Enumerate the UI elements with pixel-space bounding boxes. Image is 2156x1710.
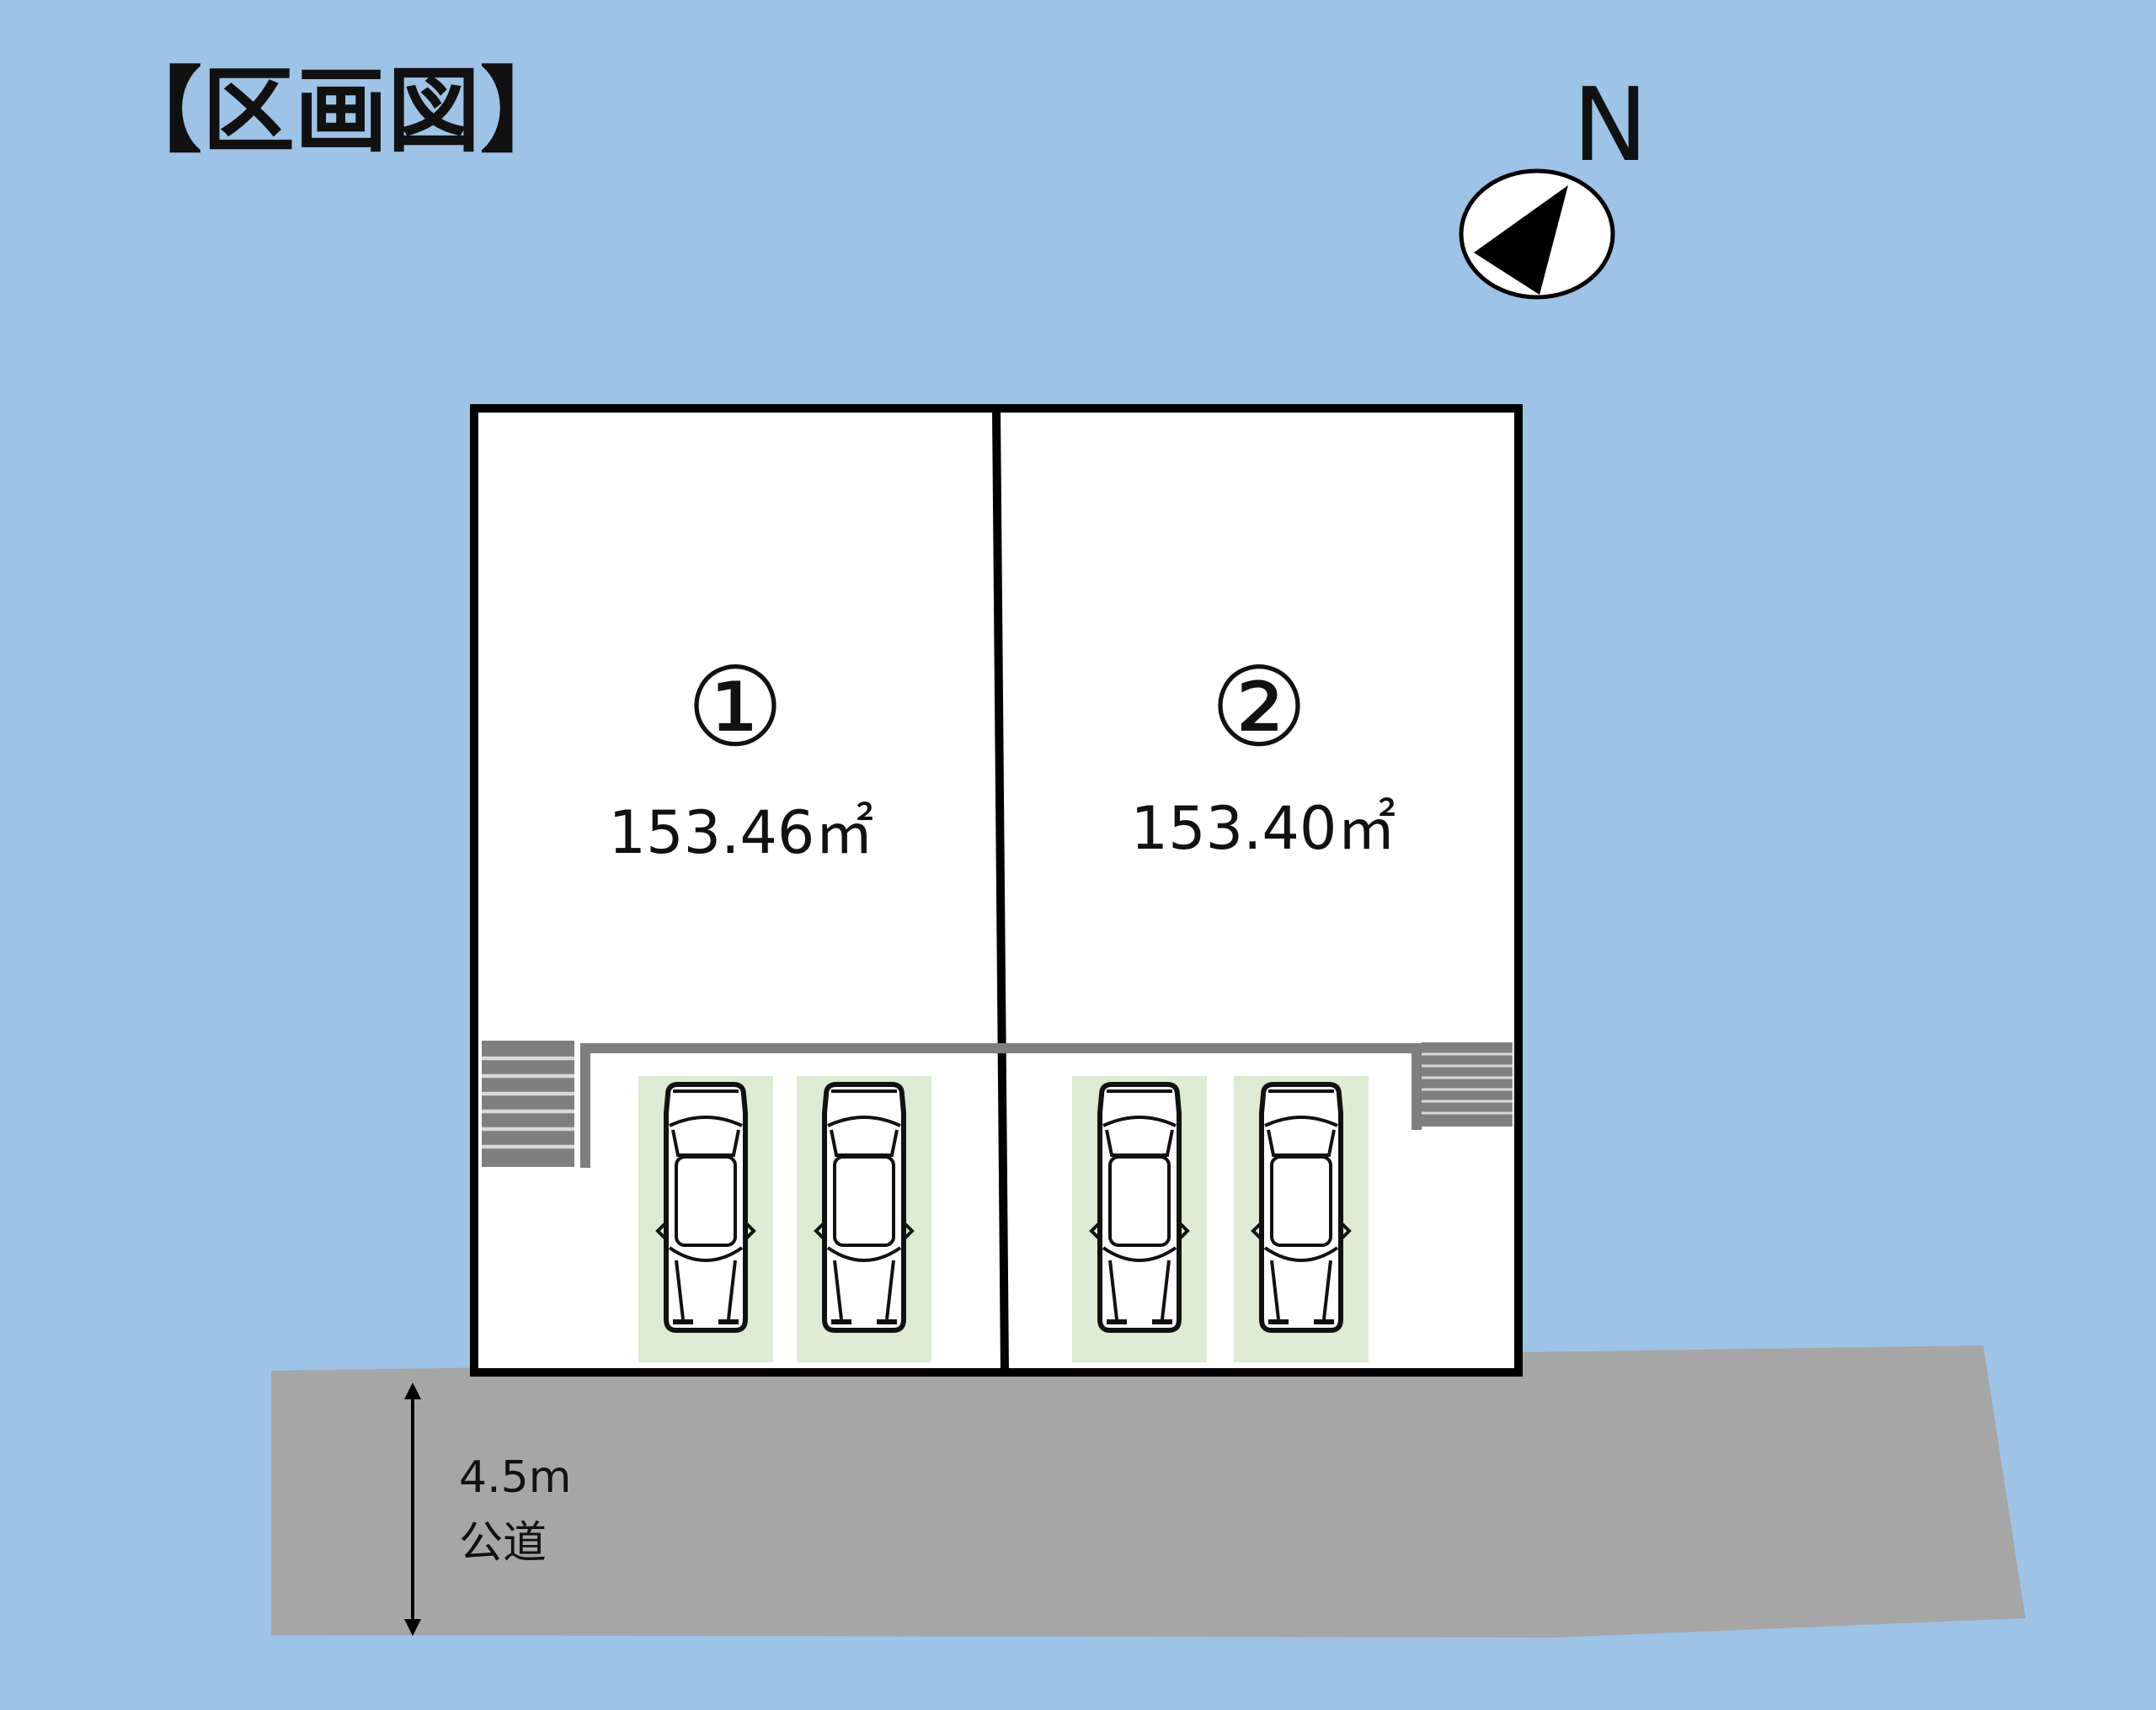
car-icon [816, 1084, 912, 1330]
compass: N [1459, 67, 1648, 300]
road [271, 1345, 2025, 1638]
road-width-label: 4.5m [459, 1452, 571, 1503]
north-arrow-icon [1474, 185, 1568, 295]
car-icon [1253, 1084, 1349, 1330]
road-type-label: 公道 [459, 1518, 547, 1569]
lot-1-area: 153.46㎡ [609, 798, 874, 867]
road-width-indicator: 4.5m 公道 [404, 1382, 571, 1636]
lot-1-number: ① [686, 643, 785, 771]
page-title: 【区画図】 [109, 57, 573, 165]
car-icon [658, 1084, 754, 1330]
stairs-icon [482, 1041, 574, 1167]
retaining-wall [580, 1043, 1422, 1168]
lot-divider [992, 408, 1009, 1373]
compass-north-label: N [1572, 67, 1648, 184]
lot-block: ① 153.46㎡ ② 153.40㎡ [470, 404, 1523, 1377]
double-arrow-icon [404, 1382, 421, 1399]
lot-2-area: 153.40㎡ [1131, 794, 1396, 863]
stairs-icon [1420, 1041, 1514, 1128]
car-icon [1091, 1084, 1187, 1330]
lot-2-number: ② [1210, 643, 1309, 771]
